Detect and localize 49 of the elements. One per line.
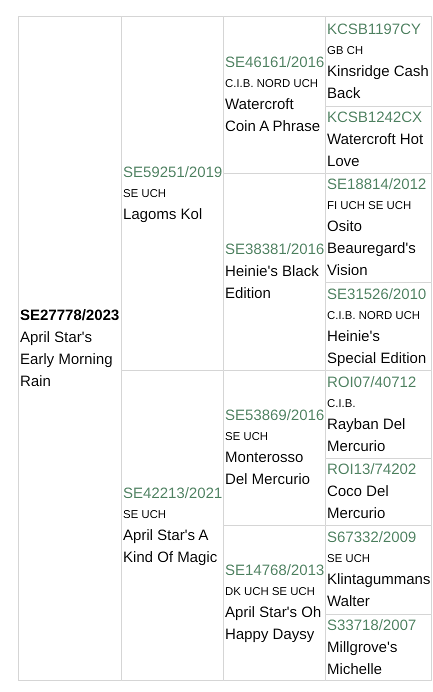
title-abbreviations: DK UCH SE UCH xyxy=(225,585,315,600)
dog-name: Kinsridge Cash Back xyxy=(327,62,430,104)
pedigree-entry xyxy=(325,370,432,459)
title-abbreviations: C.I.B. NORD UCH xyxy=(327,308,420,324)
dog-name: Heinie's Black Edition xyxy=(225,262,320,304)
dog-name: Klintagummans Walter xyxy=(327,570,431,612)
registration-number: ROI13/74202 xyxy=(327,460,416,480)
dog-name: Coco Del Mercurio xyxy=(327,482,390,524)
registration-number: S33718/2007 xyxy=(327,616,416,636)
registration-number: KCSB1242CX xyxy=(327,108,422,128)
registration-number: SE31526/2010 xyxy=(327,284,426,304)
registration-number: KCSB1197CY xyxy=(327,20,421,40)
title-abbreviations: C.I.B. NORD UCH xyxy=(225,77,318,92)
registration-number: SE59251/2019 xyxy=(123,162,222,182)
registration-number: SE27778/2023 xyxy=(20,306,120,326)
registration-number: SE46161/2016 xyxy=(225,53,324,73)
registration-number: SE14768/2013 xyxy=(225,561,324,581)
dog-name: Monterosso Del Mercurio xyxy=(225,448,312,490)
title-abbreviations: SE UCH xyxy=(123,186,166,202)
dog-name: Rayban Del Mercurio xyxy=(327,414,406,456)
pedigree-entry xyxy=(325,16,432,107)
registration-number: SE18814/2012 xyxy=(327,175,426,195)
dog-name: Lagoms Kol xyxy=(123,204,202,224)
pedigree-entry xyxy=(325,173,432,283)
pedigree-entry xyxy=(325,525,432,615)
pedigree-entry xyxy=(325,282,432,371)
pedigree-entry xyxy=(325,106,432,174)
title-abbreviations: GB CH xyxy=(327,44,364,58)
title-abbreviations: C.I.B. xyxy=(327,396,356,412)
registration-number: ROI07/40712 xyxy=(327,372,416,392)
title-abbreviations: FI UCH SE UCH xyxy=(327,199,412,214)
dog-name: Watercroft Coin A Phrase xyxy=(225,95,322,137)
title-abbreviations: SE UCH xyxy=(123,508,166,522)
title-abbreviations: SE UCH xyxy=(225,430,268,445)
registration-number: SE53869/2016 xyxy=(225,406,324,426)
dog-name: Watercroft Hot Love xyxy=(327,130,424,172)
pedigree-entry xyxy=(325,458,432,526)
registration-number: SE38381/2016 xyxy=(225,240,324,260)
dog-name: April Star's A Kind Of Magic xyxy=(123,526,218,568)
dog-name: Millgrove's Michelle xyxy=(327,638,398,680)
dog-name: April Star's Early Morning Rain xyxy=(20,328,114,392)
title-abbreviations: SE UCH xyxy=(327,552,370,567)
registration-number: SE42213/2021 xyxy=(123,484,222,504)
registration-number: S67332/2009 xyxy=(327,528,416,548)
dog-name: April Star's Oh Happy Daysy xyxy=(225,603,322,645)
pedigree-entry xyxy=(325,614,432,681)
dog-name: Heinie's Special Edition xyxy=(327,326,428,368)
pedigree-entry xyxy=(18,16,122,681)
dog-name: Osito Beauregard's Vision xyxy=(327,217,417,281)
